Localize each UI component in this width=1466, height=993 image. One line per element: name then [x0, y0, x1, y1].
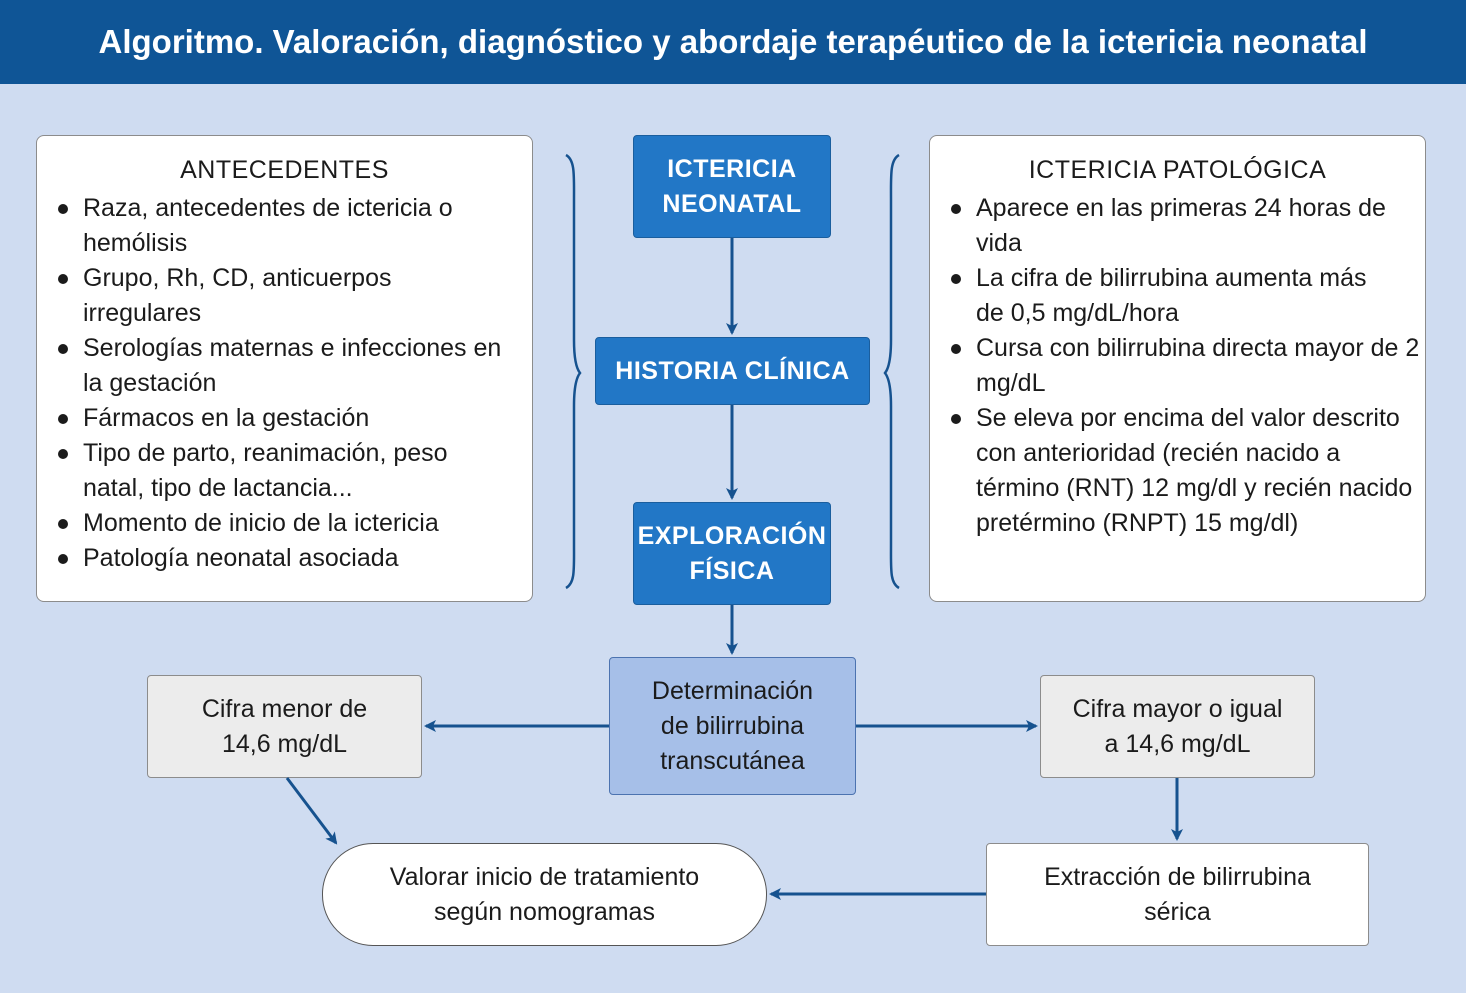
list-item: La cifra de bilirrubina aumenta más de 0…: [930, 261, 1425, 331]
patologica-title: ICTERICIA PATOLÓGICA: [1028, 156, 1327, 184]
list-item: Se eleva por encima del valor descrito c…: [930, 401, 1425, 541]
list-item: Aparece en las primeras 24 horas de vida: [930, 191, 1425, 261]
list-item: Momento de inicio de la ictericia: [37, 506, 532, 541]
list-item: Cursa con bilirrubina directa mayor de 2…: [930, 331, 1425, 401]
list-item: Patología neonatal asociada: [37, 541, 532, 576]
list-item: Serologías maternas e infecciones en la …: [37, 331, 532, 401]
list-item: Grupo, Rh, CD, anticuerpos irregulares: [37, 261, 532, 331]
ictericia-patologica-panel: ICTERICIA PATOLÓGICA Aparece en las prim…: [929, 135, 1426, 602]
list-item: Tipo de parto, reanimación, peso natal, …: [37, 436, 532, 506]
historia-clinica-node: HISTORIA CLÍNICA: [595, 337, 870, 405]
list-item: Fármacos en la gestación: [37, 401, 532, 436]
page-title: Algoritmo. Valoración, diagnóstico y abo…: [0, 0, 1466, 84]
antecedentes-title: ANTECEDENTES: [180, 156, 389, 184]
patologica-list: Aparece en las primeras 24 horas de vida…: [930, 191, 1425, 541]
left-brace: [565, 153, 582, 590]
arrow-menor-valorar: [285, 777, 338, 845]
right-brace: [883, 153, 900, 590]
antecedentes-list: Raza, antecedentes de ictericia o hemóli…: [37, 191, 532, 576]
antecedentes-panel: ANTECEDENTES Raza, antecedentes de icter…: [36, 135, 533, 602]
list-item: Raza, antecedentes de ictericia o hemóli…: [37, 191, 532, 261]
